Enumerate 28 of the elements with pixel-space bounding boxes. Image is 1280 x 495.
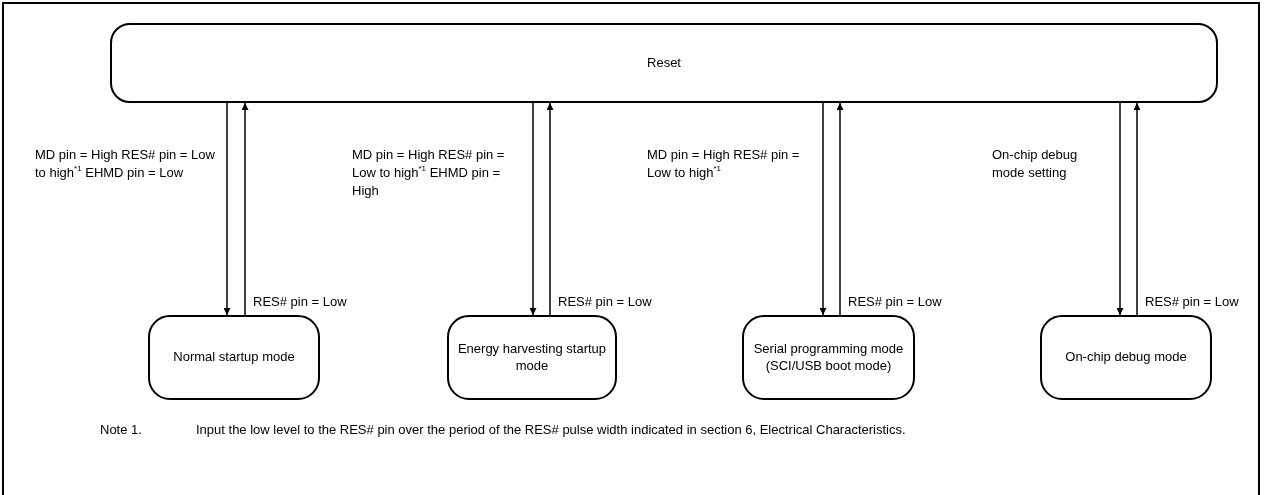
edge-label: MD pin = High RES# pin = Low to high$^{*1}$ EHMD pin = Low [35, 146, 216, 183]
state-name: Serial programming mode (SCI/USB boot mode) [752, 341, 905, 374]
mode-box [148, 315, 320, 400]
note-number: Note 1. [100, 422, 142, 437]
arrow [546, 102, 554, 316]
edge-label: RES# pin = Low [253, 293, 348, 311]
state-box [110, 23, 1218, 103]
arrow [1116, 102, 1124, 316]
note-text: Input the low level to the RES# pin over the period of the RES# pulse width indicated in section 6, Electrical Characteristics. [196, 422, 906, 437]
arrow [819, 102, 827, 316]
edge-label: RES# pin = Low [1145, 293, 1240, 311]
state-name: Reset [646, 54, 682, 72]
mode-box [1040, 315, 1212, 400]
arrow [241, 102, 249, 316]
edge-label: MD pin = High RES# pin = Low to high$^{*1}$ EHMD pin = High [352, 146, 506, 201]
state-name: Energy harvesting startup mode [456, 341, 608, 374]
edge-label: MD pin = High RES# pin = Low to high$^{*1}$ [647, 146, 801, 183]
arrow [836, 102, 844, 316]
state-name: On-chip debug mode [1064, 349, 1188, 366]
edge-label: RES# pin = Low [558, 293, 653, 311]
edge-label: On-chip debug mode setting [992, 146, 1079, 183]
arrow [529, 102, 537, 316]
mode-box [447, 315, 617, 400]
edge-label: RES# pin = Low [848, 293, 943, 311]
mode-box [742, 315, 915, 400]
arrow [223, 102, 231, 316]
arrow [1133, 102, 1141, 316]
state-name: Normal startup mode [172, 349, 296, 366]
